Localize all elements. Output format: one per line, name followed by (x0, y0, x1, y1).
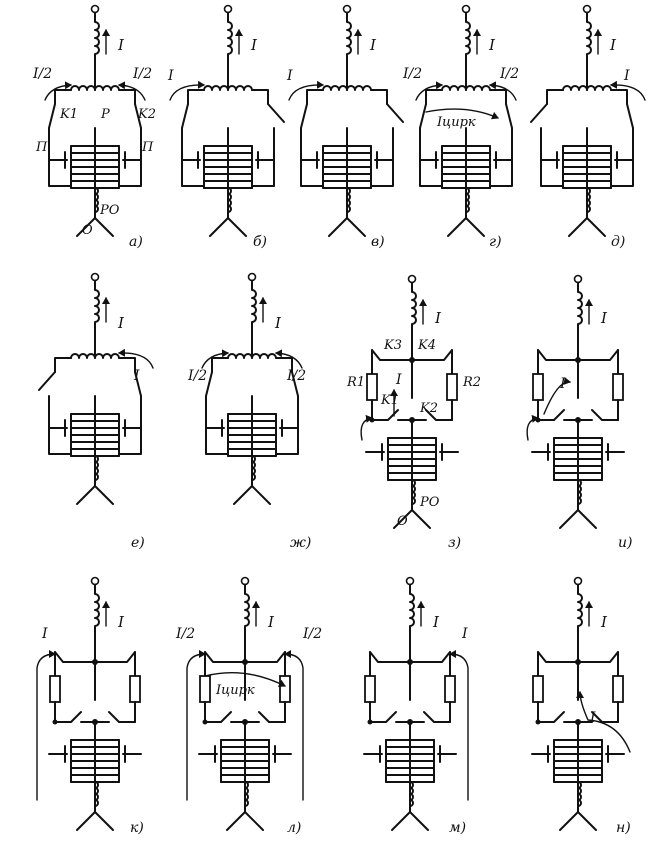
label-half-left-g: I/2 (402, 66, 422, 82)
label-k2-a: K2 (137, 107, 156, 122)
label-k2-z: K2 (419, 401, 438, 416)
label-k1-z: K1 (380, 393, 399, 408)
caption-z: з) (448, 535, 461, 551)
label-k3-z: K3 (383, 338, 402, 353)
label-p-a: P (100, 107, 110, 122)
panel-d (531, 6, 646, 237)
caption-m: м) (449, 820, 466, 836)
panel-v (288, 6, 403, 237)
label-current-right-e: I (133, 368, 140, 384)
caption-n: н) (616, 820, 631, 836)
label-half-left-zh: I/2 (187, 368, 207, 384)
panel-a (44, 6, 146, 237)
label-current-d: I (609, 36, 617, 54)
caption-b: б) (253, 234, 267, 250)
label-current-k: I (117, 613, 125, 631)
label-current-b: I (250, 36, 258, 54)
label-current-n: I (600, 613, 608, 631)
panel-b (169, 6, 284, 237)
label-current-a: I (117, 36, 125, 54)
panel-k (36, 578, 142, 831)
label-po-a: PO (99, 203, 120, 218)
label-current-right-d: I (623, 68, 630, 84)
panel-e (39, 274, 154, 505)
label-k4-z: K4 (417, 338, 436, 353)
caption-k: к) (130, 820, 144, 836)
label-r1-z: R1 (346, 375, 365, 390)
label-r2-z: R2 (462, 375, 481, 390)
label-half-left-l: I/2 (175, 626, 195, 642)
panel-l (186, 578, 304, 831)
caption-a: а) (129, 234, 143, 250)
panel-i (526, 276, 625, 529)
panel-g (415, 6, 517, 237)
panel-n (531, 578, 631, 831)
label-current-m: I (432, 613, 440, 631)
label-half-right-l: I/2 (302, 626, 322, 642)
label-neutral-z: O (397, 514, 408, 529)
label-selector-left-a: П (35, 140, 48, 155)
caption-e: е) (131, 535, 145, 551)
label-half-right-zh: I/2 (286, 368, 306, 384)
label-selector-right-a: П (141, 140, 154, 155)
label-k1-a: K1 (59, 107, 78, 122)
label-po-z: PO (419, 495, 440, 510)
panel-m (363, 578, 469, 831)
label-current-v: I (369, 36, 377, 54)
caption-g: г) (489, 234, 502, 250)
label-circ-l: Iцирк (215, 683, 255, 698)
caption-i: и) (618, 535, 632, 551)
label-current-g: I (488, 36, 496, 54)
label-neutral-a: O (82, 223, 93, 238)
caption-d: д) (611, 234, 625, 250)
label-current-mid-n: I (589, 710, 596, 726)
caption-l: л) (287, 820, 301, 836)
label-current-left-b: I (167, 68, 174, 84)
label-half-right-g: I/2 (499, 66, 519, 82)
caption-v: в) (371, 234, 385, 250)
label-current-left-k: I (41, 626, 48, 642)
label-half-left-a: I/2 (32, 66, 52, 82)
label-current-i: I (600, 309, 608, 327)
label-current-e: I (117, 314, 125, 332)
caption-zh: ж) (290, 535, 311, 551)
label-current-mid-z: I (395, 372, 402, 388)
label-half-right-a: I/2 (132, 66, 152, 82)
label-current-left-v: I (286, 68, 293, 84)
label-current-l: I (267, 613, 275, 631)
label-circ-g: Iцирк (436, 115, 476, 130)
panel-z (360, 276, 459, 529)
panel-zh (201, 274, 303, 505)
label-current-mid-i: I (559, 376, 566, 392)
label-current-z: I (434, 309, 442, 327)
label-current-zh: I (274, 314, 282, 332)
label-current-right-m: I (461, 626, 468, 642)
